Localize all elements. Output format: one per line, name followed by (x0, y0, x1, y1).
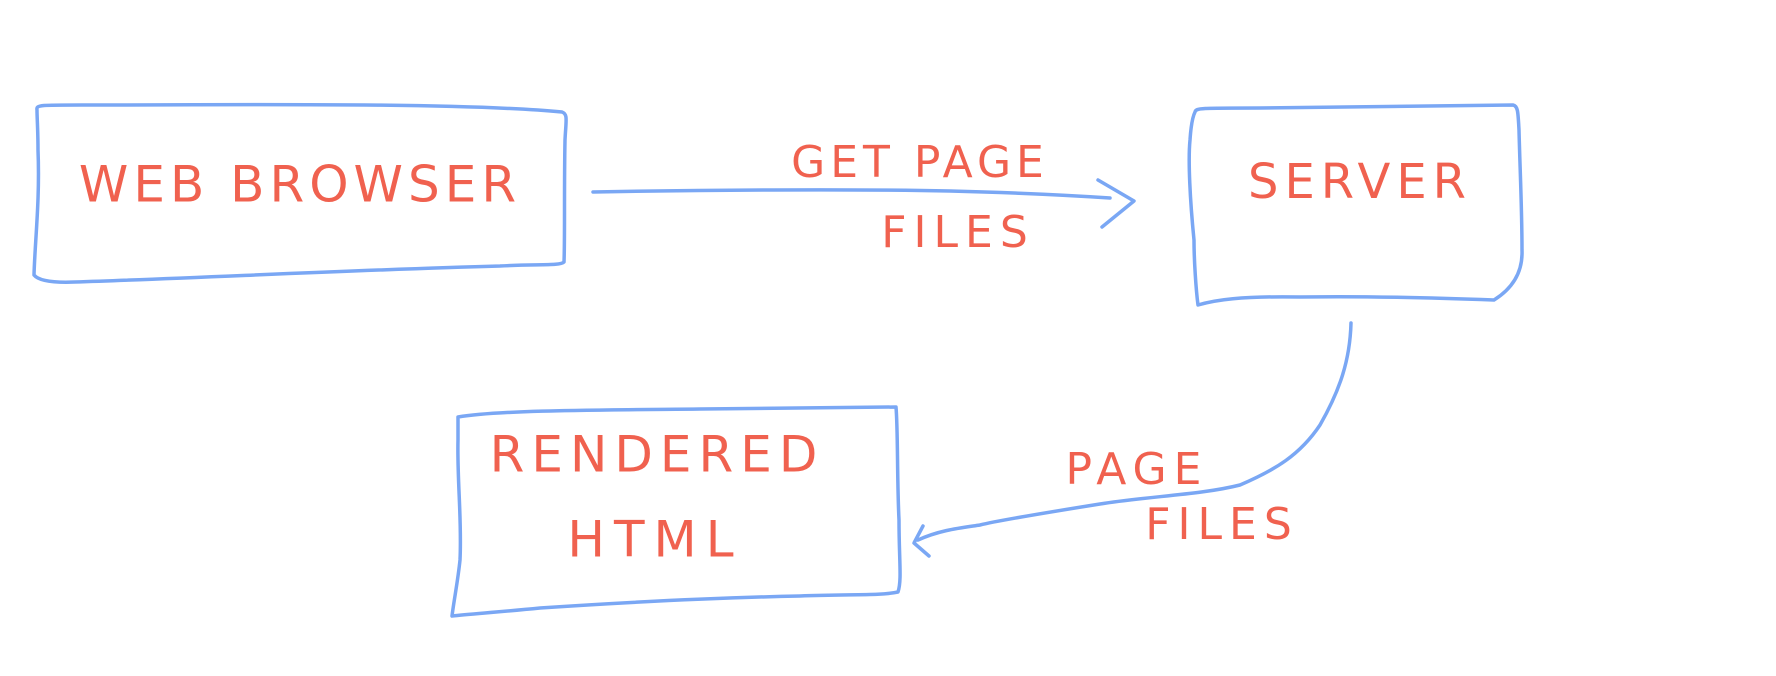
request-label-line2: FILES (881, 207, 1035, 258)
response-label-line1: PAGE (1066, 444, 1209, 495)
server-box (1187, 103, 1524, 307)
request-label-line1: GET PAGE (791, 137, 1049, 188)
edge-response: PAGE FILES (912, 321, 1353, 558)
node-rendered-html: RENDERED HTML (450, 405, 902, 618)
rendered-html-box (450, 405, 902, 618)
web-browser-box (32, 102, 568, 284)
response-arrow-line (916, 321, 1353, 542)
rendered-html-label-line2: HTML (567, 511, 742, 569)
rendered-html-label-line1: RENDERED (490, 426, 825, 484)
request-arrow-line (591, 188, 1112, 200)
response-label-line2: FILES (1145, 499, 1299, 550)
web-browser-label: WEB BROWSER (79, 156, 521, 214)
response-arrowhead-icon (912, 524, 931, 558)
edge-request: GET PAGE FILES (591, 137, 1136, 258)
node-web-browser: WEB BROWSER (32, 102, 568, 284)
server-label: SERVER (1248, 154, 1472, 210)
node-server: SERVER (1187, 103, 1524, 307)
request-arrowhead-icon (1096, 178, 1136, 229)
